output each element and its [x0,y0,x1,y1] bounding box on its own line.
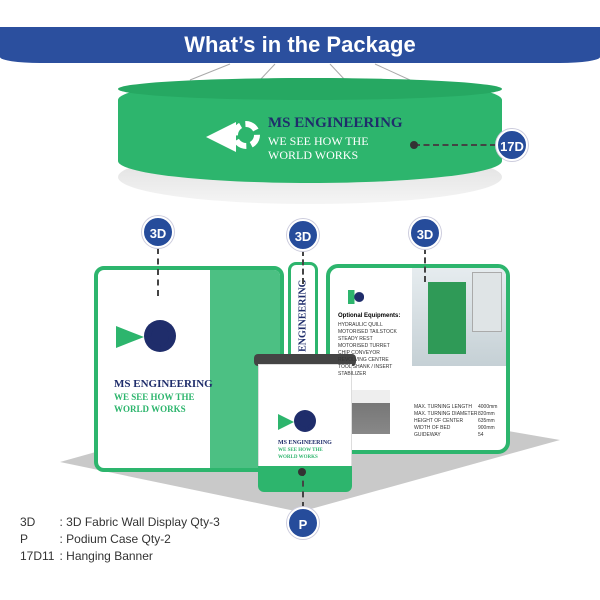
optional-item: STEADY REST [338,336,373,342]
logo-icon [278,410,316,436]
badge-p: P [287,507,319,539]
legend-code: P [20,532,29,546]
spec-label: WIDTH OF BED [414,425,451,431]
badge-3d-middle: 3D [287,219,319,251]
pointer-dot [410,141,418,149]
podium-company: MS ENGINEERING [278,440,332,446]
optional-item: REVOLVING CENTRE [338,357,389,363]
legend-code: 17D11 [20,549,55,563]
legend-code: 3D [20,515,36,529]
page-title: What’s in the Package [0,27,600,63]
banner-slogan-2: WORLD WORKS [268,148,359,162]
left-pointer [157,248,159,296]
legend-item: 3D : 3D Fabric Wall Display Qty-3 [20,515,223,530]
optional-title: Optional Equipments: [338,313,401,319]
spec-row: GUIDEWAY 54 [414,432,497,439]
podium-pointer [302,470,304,508]
hanging-banner: MS ENGINEERING WE SEE HOW THE WORLD WORK… [118,78,502,204]
optional-item: TOOL SHANK / INSERT [338,364,393,370]
spec-row: MAX. TURNING LENGTH 4000mm [414,404,497,411]
legend-desc: : Podium Case Qty-2 [59,532,171,546]
optional-item: MOTORISED TAILSTOCK [338,329,397,335]
badge-3d-right: 3D [409,217,441,249]
spec-label: GUIDEWAY [414,432,441,438]
spec-label: MAX. TURNING LENGTH [414,404,472,410]
legend: 3D : 3D Fabric Wall Display Qty-3 P : Podi… [18,513,225,566]
spec-row: WIDTH OF BED 900mm [414,425,497,432]
legend-item: 17D11 : Hanging Banner [20,549,223,564]
legend-desc: : Hanging Banner [59,549,153,563]
left-wall: MS ENGINEERING WE SEE HOW THE WORLD WORK… [94,266,284,472]
spec-value: 820mm [478,411,495,417]
podium-slogan-2: WORLD WORKS [278,455,318,460]
spec-label: HEIGHT OF CENTER [414,418,464,424]
pointer-dot [298,468,306,476]
optional-item: STABILIZER [338,371,367,377]
left-wall-slogan-1: WE SEE HOW THE [114,392,195,402]
legend-desc: : 3D Fabric Wall Display Qty-3 [59,515,220,529]
banner-slogan-1: WE SEE HOW THE [268,134,369,148]
legend-item: P : Podium Case Qty-2 [20,532,223,547]
right-pointer [424,248,426,282]
logo-icon [206,118,260,156]
logo-icon [116,320,176,360]
banner-pointer [414,144,496,146]
factory-photo [412,268,506,366]
badge-3d-left: 3D [142,216,174,248]
optional-item: MOTORISED TURRET [338,343,390,349]
optional-item: HYDRAULIC QUILL [338,322,383,328]
spec-value: 54 [478,432,484,438]
left-wall-slogan-2: WORLD WORKS [114,404,186,414]
middle-pointer [302,250,304,284]
banner-company: MS ENGINEERING [268,115,403,131]
logo-icon [348,290,364,304]
spec-value: 900mm [478,425,495,431]
spec-label: MAX. TURNING DIAMETER [414,411,478,417]
podium-slogan-1: WE SEE HOW THE [278,448,323,453]
optional-item: CHIP CONVEYOR [338,350,380,356]
spec-row: HEIGHT OF CENTER 635mm [414,418,497,425]
left-wall-company: MS ENGINEERING [114,378,213,390]
spec-value: 635mm [478,418,495,424]
spec-value: 4000mm [478,404,498,410]
badge-17d: 17D [496,129,528,161]
